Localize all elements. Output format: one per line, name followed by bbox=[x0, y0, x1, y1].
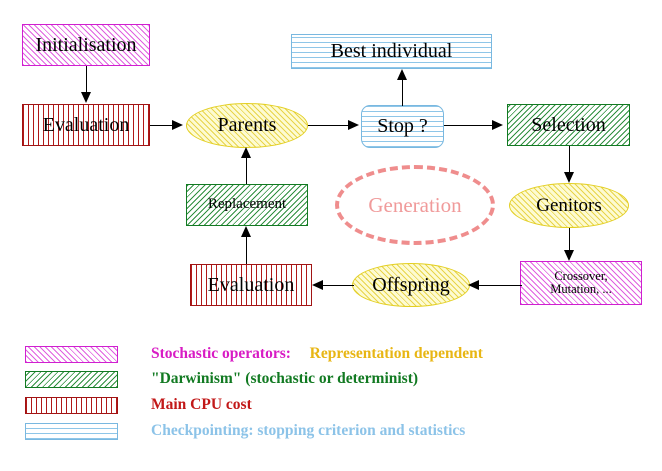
legend-row-cpu: Main CPU cost bbox=[25, 396, 252, 414]
edge-replacement-to-parents bbox=[246, 156, 247, 184]
node-parents[interactable]: Parents bbox=[186, 103, 308, 148]
node-crossover-mutation[interactable]: Crossover, Mutation, ... bbox=[520, 261, 642, 305]
arrowhead-genitors-to-crossover bbox=[564, 250, 574, 261]
arrowhead-selection-to-genitors bbox=[564, 172, 574, 183]
legend-swatch-magenta bbox=[25, 345, 118, 363]
arrowhead-evaluation-to-replacement bbox=[241, 226, 251, 237]
edge-stop-to-best bbox=[402, 78, 403, 106]
edge-parents-to-stop bbox=[308, 125, 351, 126]
edge-eval-to-parents bbox=[150, 125, 176, 126]
arrowhead-crossover-to-offspring bbox=[468, 280, 479, 290]
crossover-label-line2: Mutation, ... bbox=[550, 282, 612, 296]
node-replacement[interactable]: Replacement bbox=[186, 184, 308, 226]
legend-swatch-green bbox=[25, 370, 118, 388]
edge-stop-to-selection bbox=[444, 125, 494, 126]
node-genitors[interactable]: Genitors bbox=[509, 183, 629, 228]
legend-swatch-blue bbox=[25, 422, 118, 440]
edge-offspring-to-evaluation bbox=[322, 285, 354, 286]
legend-row-darwinism: "Darwinism" (stochastic or determinist) bbox=[25, 370, 418, 388]
node-evaluation-bottom[interactable]: Evaluation bbox=[190, 264, 312, 306]
edge-crossover-to-offspring bbox=[478, 285, 522, 286]
legend-label-darwinism: "Darwinism" (stochastic or determinist) bbox=[151, 370, 419, 387]
legend-label-checkpointing: Checkpointing: stopping criterion and st… bbox=[151, 422, 466, 439]
arrowhead-stop-to-selection bbox=[492, 120, 503, 130]
legend-row-stochastic: Stochastic operators: Representation dep… bbox=[25, 345, 483, 363]
arrowhead-stop-to-best bbox=[397, 69, 407, 80]
edge-init-to-eval bbox=[86, 66, 87, 94]
node-selection[interactable]: Selection bbox=[507, 104, 630, 146]
arrowhead-eval-to-parents bbox=[172, 120, 183, 130]
legend-swatch-red bbox=[25, 396, 118, 414]
arrowhead-parents-to-stop bbox=[348, 120, 359, 130]
arrowhead-offspring-to-evaluation bbox=[312, 280, 323, 290]
edge-genitors-to-crossover bbox=[569, 228, 570, 252]
node-stop[interactable]: Stop ? bbox=[361, 105, 444, 148]
legend-label-representation: Representation dependent bbox=[309, 345, 483, 362]
legend-row-checkpointing: Checkpointing: stopping criterion and st… bbox=[25, 422, 465, 440]
node-generation: Generation bbox=[335, 165, 495, 245]
edge-selection-to-genitors bbox=[569, 146, 570, 174]
legend-label-cpu: Main CPU cost bbox=[151, 396, 252, 413]
crossover-label-line1: Crossover, bbox=[554, 268, 608, 283]
node-best-individual[interactable]: Best individual bbox=[291, 34, 492, 69]
arrowhead-replacement-to-parents bbox=[241, 147, 251, 158]
arrowhead-init-to-eval bbox=[81, 92, 91, 103]
node-initialisation[interactable]: Initialisation bbox=[22, 24, 150, 66]
edge-evaluation-to-replacement bbox=[246, 234, 247, 264]
node-offspring[interactable]: Offspring bbox=[352, 263, 470, 307]
legend-label-stochastic: Stochastic operators: bbox=[151, 345, 291, 362]
node-evaluation-top[interactable]: Evaluation bbox=[22, 104, 150, 146]
